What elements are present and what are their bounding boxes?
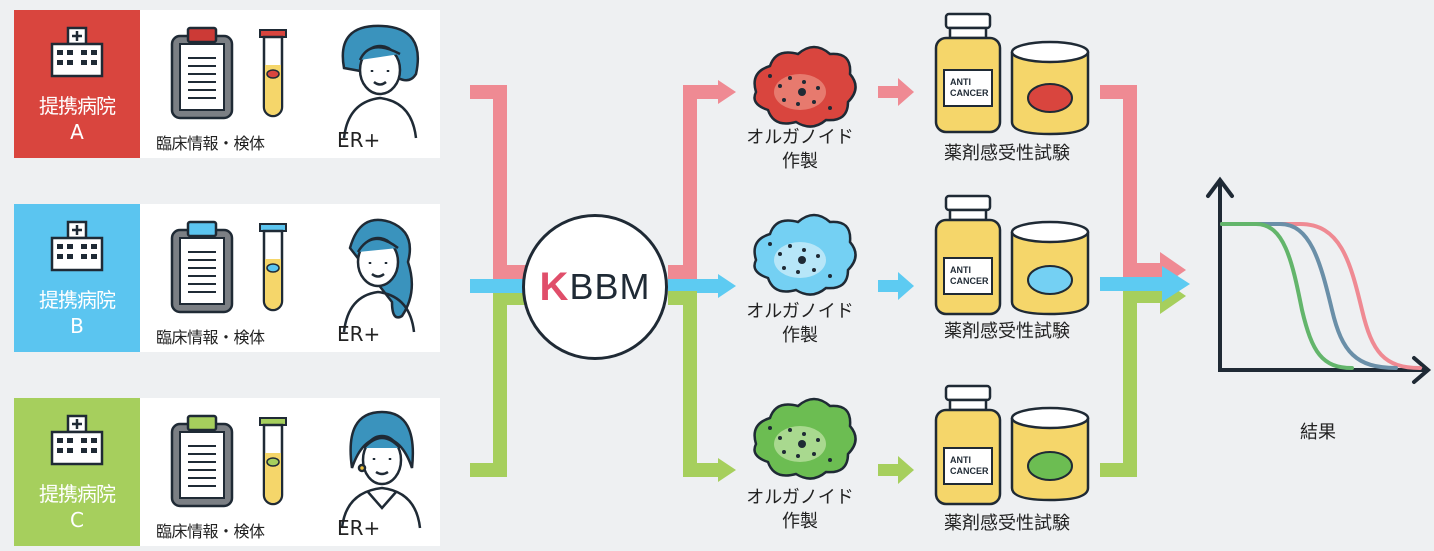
hospital-name: 提携病院 [39, 482, 116, 506]
card-icons [170, 410, 422, 529]
hospital-letter: C [70, 508, 84, 532]
arrow-head-blue [718, 274, 736, 298]
patient-avatar-icon [341, 24, 420, 139]
organoid-step-label: オルガノイド 作製 [720, 300, 880, 348]
flow-line-red-out [668, 85, 720, 279]
bottle-label-line1: ANTI [950, 77, 971, 87]
arrow-head-red [718, 80, 736, 104]
flow-line-green-out [668, 291, 720, 477]
test-tube-icon [259, 29, 287, 118]
hospital-building-icon [50, 220, 104, 272]
culture-cup-red-icon [1010, 40, 1090, 136]
organoid-step-label: オルガノイド 作製 [720, 486, 880, 534]
receptor-status-label: ER+ [337, 322, 381, 346]
hospital-letter: B [70, 314, 84, 338]
bottle-label-line2: CANCER [950, 466, 989, 476]
bottle-label-line2: CANCER [950, 88, 989, 98]
drug-test-label: 薬剤感受性試験 [944, 513, 1070, 534]
organoid-label-line2: 作製 [782, 325, 818, 346]
curve-green [1220, 222, 1354, 370]
arrow-organoid-to-drug-blue [878, 272, 914, 300]
test-tube-icon [259, 223, 287, 312]
bottle-label-line2: CANCER [950, 276, 989, 286]
bottle-label-line1: ANTI [950, 455, 971, 465]
clinical-info-label: 臨床情報・検体 [156, 134, 265, 153]
hospital-badge: 提携病院 B [14, 204, 140, 352]
flow-line-red-result [1100, 85, 1168, 277]
curve-blue [1220, 222, 1398, 370]
kbbm-logo-k: K [539, 264, 570, 309]
patient-avatar-icon [340, 410, 422, 529]
organoid-step-label: オルガノイド 作製 [720, 126, 880, 174]
y-axis-arrow [1206, 176, 1234, 198]
organoid-label-line1: オルガノイド [746, 301, 854, 322]
organoid-label-line1: オルガノイド [746, 487, 854, 508]
hospital-building-icon [50, 414, 104, 466]
hospital-building-icon [50, 26, 104, 78]
organoid-blue-icon [753, 213, 857, 296]
bottle-label-line1: ANTI [950, 265, 971, 275]
result-label: 結果 [1300, 422, 1336, 443]
organoid-red-icon [753, 45, 857, 128]
drug-test-label: 薬剤感受性試験 [944, 321, 1070, 342]
kbbm-logo-text: BBM [569, 266, 651, 307]
clinical-info-label: 臨床情報・検体 [156, 522, 265, 541]
card-icons [170, 24, 420, 139]
drug-bottle-blue-icon [934, 194, 1002, 316]
receptor-status-label: ER+ [337, 128, 381, 152]
hospital-name: 提携病院 [39, 94, 116, 118]
flow-line-green-in [470, 291, 530, 477]
organoid-label-line2: 作製 [782, 151, 818, 172]
curve-red [1220, 222, 1422, 370]
hospital-letter: A [70, 120, 84, 144]
hospital-badge: 提携病院 A [14, 10, 140, 158]
organoid-label-line2: 作製 [782, 511, 818, 532]
hospital-card-c: 提携病院 C 臨床情報・検体 ER+ [14, 398, 440, 546]
hospital-card-b: 提携病院 B 臨床情報・検体 ER+ [14, 204, 440, 352]
organoid-green-icon [753, 397, 857, 480]
hospital-card-a: 提携病院 A 臨床情報・検体 ER+ [14, 10, 440, 158]
drug-bottle-red-icon [934, 12, 1002, 134]
drug-test-label: 薬剤感受性試験 [944, 143, 1070, 164]
hospital-name: 提携病院 [39, 288, 116, 312]
flow-line-green-result [1100, 289, 1168, 477]
clipboard-icon [170, 414, 234, 508]
x-axis-arrow [1412, 356, 1432, 384]
hospital-badge: 提携病院 C [14, 398, 140, 546]
flow-line-red-in [470, 85, 530, 279]
organoid-label-line1: オルガノイド [746, 127, 854, 148]
test-tube-icon [259, 417, 287, 506]
clipboard-icon [170, 26, 234, 120]
result-chart [1206, 176, 1432, 384]
card-icons [170, 218, 416, 333]
arrow-organoid-to-drug-red [878, 78, 914, 106]
clipboard-icon [170, 220, 234, 314]
arrow-head-blue-result [1162, 266, 1190, 302]
drug-bottle-green-icon [934, 384, 1002, 506]
arrow-organoid-to-drug-green [878, 456, 914, 484]
receptor-status-label: ER+ [337, 516, 381, 540]
culture-cup-green-icon [1010, 406, 1090, 502]
clinical-info-label: 臨床情報・検体 [156, 328, 265, 347]
result-axes [1218, 182, 1428, 372]
patient-avatar-icon [342, 218, 416, 333]
culture-cup-blue-icon [1010, 220, 1090, 316]
arrow-head-green [718, 458, 736, 482]
